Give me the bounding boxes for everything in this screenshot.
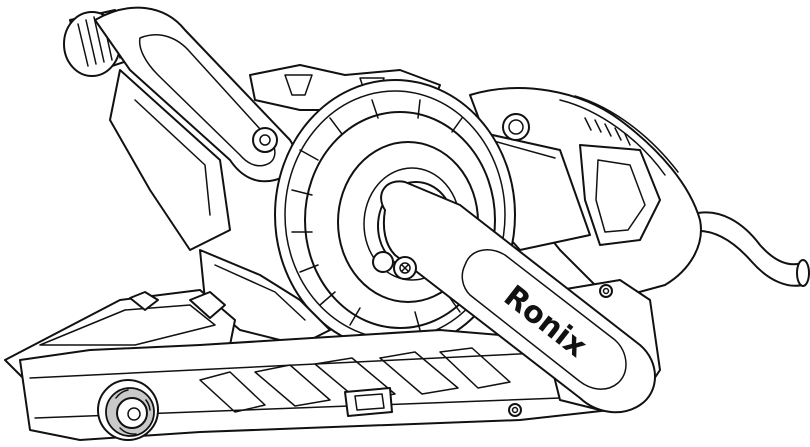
power-cord [687,211,810,287]
front-handle [63,6,296,251]
dust-port-icon [97,379,159,441]
